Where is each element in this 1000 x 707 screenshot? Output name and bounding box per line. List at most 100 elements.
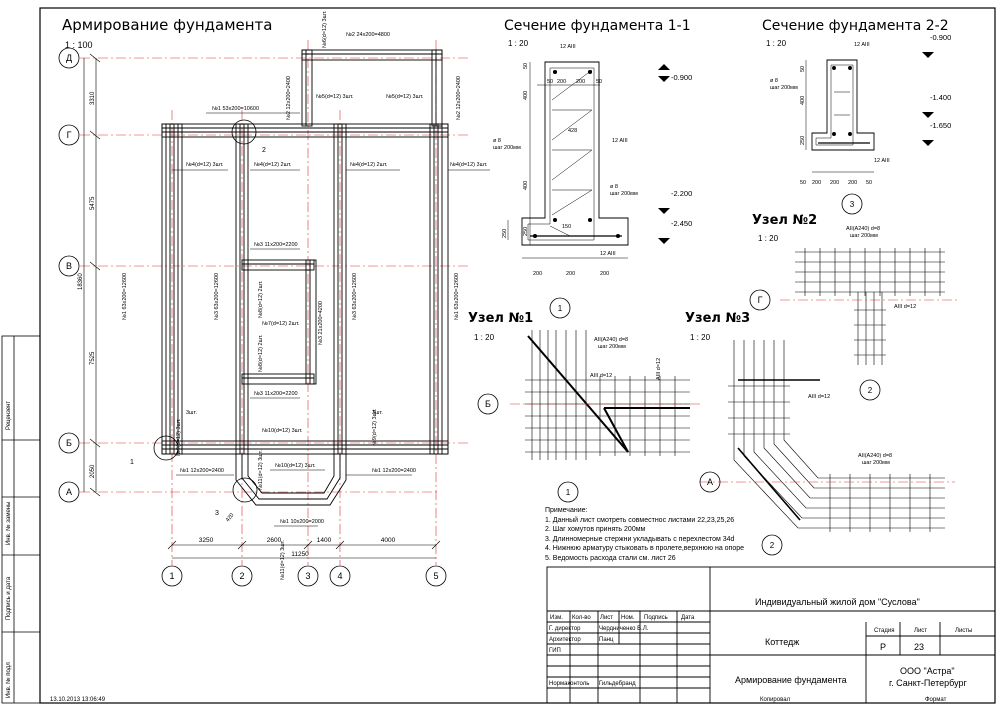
s1-dim-150: 150 [562, 224, 571, 230]
tb-object: Коттедж [765, 637, 799, 647]
s2-level-2: -1.400 [930, 93, 951, 102]
label-n4-b: №4(d=12) 2шт. [254, 162, 292, 168]
node3-axis: А [707, 477, 713, 487]
s2-dim-left-1: 50 [800, 66, 806, 72]
s1-dim-250: 250 [502, 229, 508, 238]
s1-stirrup-2: ø 8 [610, 184, 618, 190]
row-label-d: Д [66, 53, 72, 63]
node1-rebar-b: AIII d=12 [590, 373, 612, 379]
node2-rebar-a: AII(A240) d=8 [846, 226, 880, 232]
s1-dim-left-1: 50 [523, 63, 529, 69]
node3-marker: 2 [770, 541, 775, 550]
callout-3-label: 3 [215, 510, 219, 517]
s1-dim-left-2: 400 [523, 91, 529, 100]
label-n2-right: №2 12x200=2400 [456, 76, 462, 120]
label-n5-left: №5(d=12) 3шт. [316, 94, 354, 100]
row-dim-2: 5475 [90, 196, 96, 210]
tb-col-izm: Изм. [550, 615, 563, 621]
tb-col-nom: Ном. [621, 615, 635, 621]
tb-sheet-name: Армирование фундамента [735, 675, 847, 685]
row-dim-1: 3310 [90, 91, 96, 105]
s2-level-1: -0.900 [930, 33, 951, 42]
section2-drawing [811, 59, 875, 151]
s1-stirrup-1: ø 8 [493, 138, 501, 144]
row-label-g: Г [67, 130, 72, 140]
s2-dim-bottom-3: 200 [830, 180, 839, 186]
node1-scale: 1 : 20 [474, 333, 495, 342]
col-dim-chain [167, 540, 441, 559]
tb-stage-value: Р [880, 642, 886, 652]
label-n4-d: №4(d=12) 3шт. [450, 162, 488, 168]
node1-marker: 1 [566, 488, 571, 497]
label-n9-r: №9(d=12) 3шт. [372, 408, 378, 446]
label-n3-left-vert: №3 63x200=12600 [214, 273, 220, 320]
footer-format: Формат [925, 697, 947, 703]
callout-circle-1 [153, 435, 179, 461]
col-label-5: 5 [433, 571, 438, 581]
col-dim-total: 11250 [291, 551, 309, 558]
label-n1-right-vert: №1 63x200=12600 [454, 273, 460, 320]
s1-level-1: -0.900 [671, 73, 692, 82]
tb-name-2: Панц [599, 637, 614, 643]
section1-scale: 1 : 20 [508, 39, 529, 48]
s1-level-2: -2.200 [671, 189, 692, 198]
stamp-sign-date: Подпись и дата [6, 576, 12, 620]
note-item-4: 4. Нижнюю арматуру стыковать в пролете,в… [545, 545, 745, 553]
row-dim-chain [83, 53, 101, 497]
node2-rebar-b: AIII d=12 [894, 304, 916, 310]
node3-rebar-b-step: шаг 200мм [862, 460, 890, 466]
s1-dim-bottom-3: 200 [600, 271, 609, 277]
tb-col-data: Дата [681, 615, 695, 621]
s2-level-markers [922, 52, 934, 146]
s1-dim-428: 428 [568, 128, 577, 134]
label-n3-bottom: №3 11x200=2200 [254, 391, 298, 397]
label-n3-small-l: 3шт. [186, 410, 197, 416]
row-dim-4: 2050 [90, 464, 96, 478]
stamp-inv-orig: Инв. № подл [5, 662, 12, 698]
tb-col-kolvo: Кол-во [572, 615, 591, 621]
label-n5-right: №5(d=12) 3шт. [386, 94, 424, 100]
tb-role-5: Нормаконтоль [549, 681, 589, 687]
note-item-1: 1. Данный лист смотреть совместнос листа… [545, 516, 735, 524]
s2-dim-bottom-2: 200 [812, 180, 821, 186]
foundation-plan [161, 49, 449, 506]
node2-title: Узел №2 [752, 213, 817, 228]
notes-block: Примечание: 1. Данный лист смотреть совм… [545, 506, 744, 564]
section1-title: Сечение фундамента 1-1 [504, 18, 691, 34]
col-label-3: 3 [305, 571, 310, 581]
col-dim-3: 1400 [317, 537, 332, 544]
tb-company-1: ООО "Астра" [900, 666, 955, 676]
s2-rebar-top: 12 AIII [854, 42, 870, 48]
label-n6-top: №6(d=12) 3шт. [322, 10, 328, 48]
s2-dim-bottom-1: 50 [800, 180, 806, 186]
row-label-b: Б [66, 438, 72, 448]
node1-rebar-a: AII(A240) d=8 [594, 337, 628, 343]
tb-role-1: Г. директор [549, 626, 581, 632]
section1-drawing [521, 61, 629, 246]
label-n9-l: №9(d=12) 3шт. [176, 418, 182, 456]
label-n4-a: №4(d=12) 3шт. [186, 162, 224, 168]
node3-drawing [728, 340, 945, 532]
section2-title: Сечение фундамента 2-2 [762, 18, 949, 34]
col-dim-4: 4000 [381, 537, 396, 544]
s1-rebar-top: 12 AIII [560, 44, 576, 50]
row-bubbles [58, 47, 80, 503]
label-n1-tail: №11(d=12) 3шт. [280, 539, 286, 580]
s1-dim-left-3: 400 [523, 181, 529, 190]
label-n10-b: №10(d=12) 3шт. [275, 463, 316, 469]
s2-stirrup-step: шаг 200мм [770, 85, 798, 91]
label-n2-left: №2 12x200=2400 [286, 76, 292, 120]
row-label-v: В [66, 261, 72, 271]
label-n7: №7(d=12) 2шт. [262, 321, 300, 327]
plan-scale: 1 : 100 [65, 40, 93, 50]
node3-rebar-b: AII(A240) d=8 [858, 453, 892, 459]
label-n3-small-r: 3шт. [372, 410, 383, 416]
note-item-3: 3. Длинномерные стержни укладывать с пер… [545, 535, 735, 543]
tb-col-list: Лист [600, 615, 613, 621]
node1-rebar-c: AIII d=12 [656, 358, 662, 380]
node2-scale: 1 : 20 [758, 234, 779, 243]
col-label-1: 1 [169, 571, 174, 581]
node2-marker: 2 [868, 386, 873, 395]
side-stamp [1, 335, 41, 704]
